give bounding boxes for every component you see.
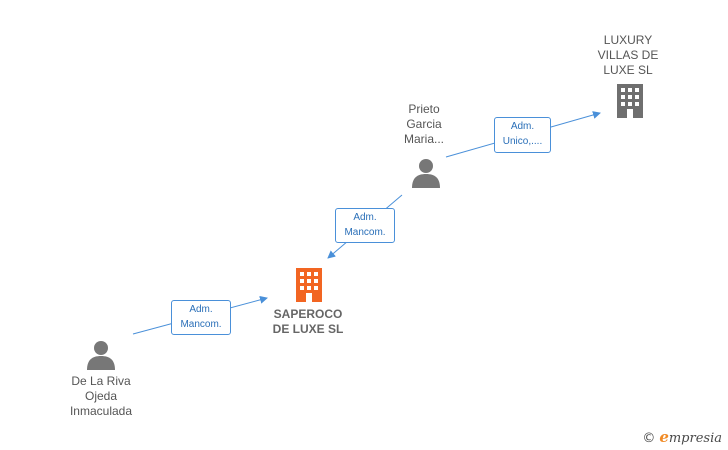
node-label-prieto[interactable]: Prieto Garcia Maria... — [403, 102, 444, 146]
brand-initial: e — [659, 428, 669, 446]
edge-label-adm-unico[interactable]: Adm. Unico,.... — [494, 117, 551, 153]
node-label-delariva[interactable]: De La Riva Ojeda Inmaculada — [69, 374, 133, 418]
node-label-saperoco[interactable]: SAPEROCO DE LUXE SL — [272, 307, 344, 336]
empresia-logo: ©empresia — [642, 428, 722, 446]
edge-label-adm-mancom[interactable]: Adm. Mancom. — [335, 208, 395, 243]
person-icon[interactable] — [411, 158, 441, 188]
building-icon[interactable] — [614, 84, 646, 118]
person-icon[interactable] — [86, 340, 116, 370]
building-icon[interactable] — [293, 268, 325, 302]
edge-label-adm-mancom[interactable]: Adm. Mancom. — [171, 300, 231, 335]
copyright-symbol: © — [642, 431, 656, 446]
brand-name: mpresia — [668, 431, 722, 446]
node-label-luxury-villas[interactable]: LUXURY VILLAS DE LUXE SL — [597, 33, 659, 77]
